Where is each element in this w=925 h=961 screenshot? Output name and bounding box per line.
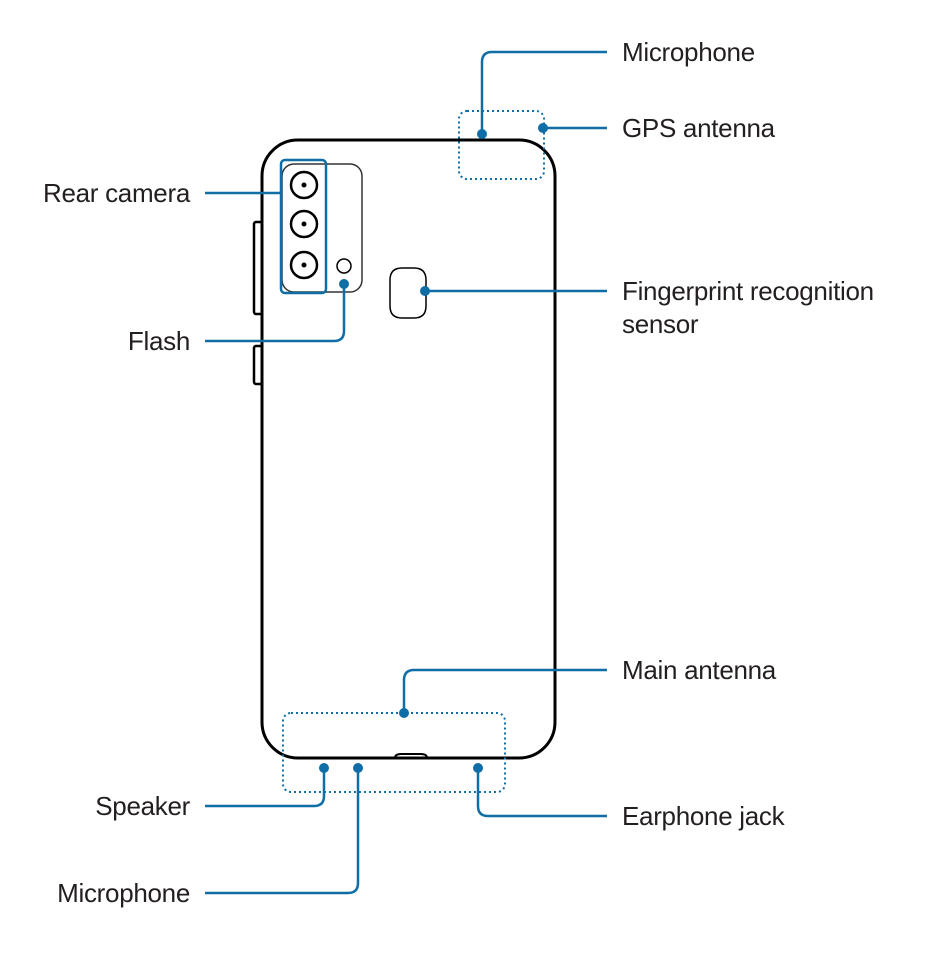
microphone-top-dot	[477, 129, 487, 139]
flash-dot	[339, 279, 349, 289]
phone-outline	[252, 138, 557, 760]
microphone-bottom-leader	[205, 768, 360, 895]
rear-camera-lens-1-dot	[301, 182, 307, 188]
rear-camera-lens-3	[289, 250, 319, 280]
rear-camera-highlight	[279, 158, 328, 295]
camera-module	[281, 163, 363, 293]
rear-camera-lens-2-dot	[301, 221, 307, 227]
callouts	[205, 50, 607, 895]
microphone-top-label: Microphone	[622, 37, 755, 67]
phone-body	[260, 138, 557, 760]
speaker-label: Speaker	[95, 791, 190, 821]
microphone-bottom-dot	[353, 763, 363, 773]
main-antenna-dot	[399, 708, 409, 718]
microphone-top-leader	[480, 50, 607, 132]
fingerprint-sensor	[389, 267, 427, 319]
rear-camera-lens-2	[289, 209, 319, 239]
flash-leader	[205, 284, 346, 343]
speaker-dot	[319, 763, 329, 773]
flash-label: Flash	[127, 326, 190, 356]
fingerprint-label-line2: sensor	[622, 309, 699, 339]
bottom-dotted-region	[282, 712, 506, 793]
flash-led	[336, 258, 352, 274]
power-button	[252, 344, 264, 386]
callout-dots	[319, 123, 548, 773]
rear-camera-label: Rear camera	[43, 178, 190, 208]
fingerprint-dot	[420, 286, 430, 296]
microphone-bottom-label: Microphone	[57, 878, 190, 908]
earphone-jack-dot	[473, 763, 483, 773]
gps-antenna-dot	[538, 123, 548, 133]
earphone-jack-leader	[476, 768, 607, 818]
top-dotted-region	[458, 110, 545, 180]
bottom-notch	[394, 753, 428, 759]
rear-camera-lens-1	[289, 170, 319, 200]
speaker-leader	[205, 768, 326, 808]
gps-antenna-label: GPS antenna	[622, 113, 775, 143]
main-antenna-leader	[402, 668, 607, 713]
fingerprint-label-line1: Fingerprint recognition	[622, 276, 874, 306]
rear-camera-lens-3-dot	[301, 262, 307, 268]
earphone-jack-label: Earphone jack	[622, 801, 785, 831]
main-antenna-label: Main antenna	[622, 655, 776, 685]
volume-button	[252, 220, 264, 316]
